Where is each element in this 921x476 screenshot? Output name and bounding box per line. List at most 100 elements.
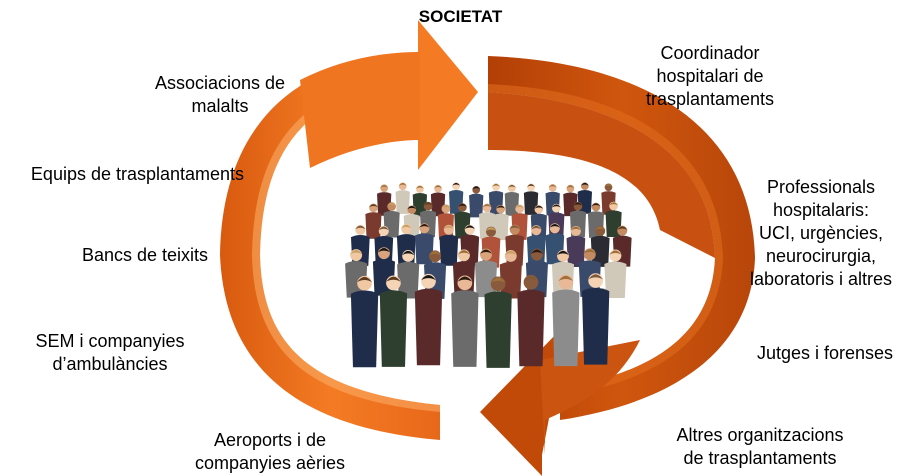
label-altres: Altres organitzacions de trasplantaments [676, 425, 844, 468]
person-hair [508, 184, 516, 188]
diagram-title: SOCIETAT [418, 7, 503, 26]
person-hair [419, 223, 430, 228]
person-hair [534, 205, 544, 209]
person-hair [429, 251, 442, 256]
person-hair [604, 183, 613, 187]
person-hair [548, 184, 557, 188]
person-hair [421, 274, 436, 281]
person-body [430, 192, 446, 217]
person-hair [566, 185, 575, 189]
group-photo-of-people [345, 182, 632, 368]
label-equips: Equips de trasplantaments [30, 164, 245, 184]
person-hair [588, 274, 603, 280]
person-hair [531, 225, 542, 230]
top-arrow-shaft [300, 52, 420, 168]
person-body [581, 287, 610, 365]
person-hair [485, 227, 497, 231]
label-associacions: Associacions de malalts [154, 73, 286, 116]
person-hair [523, 275, 539, 282]
person-body [395, 190, 410, 214]
person-hair [434, 185, 442, 189]
person-hair [398, 183, 407, 186]
person-hair [583, 249, 596, 254]
person-hair [386, 276, 401, 282]
person-hair [557, 250, 569, 256]
top-arrow-head [418, 20, 478, 170]
person-hair [609, 250, 622, 255]
person-hair [441, 205, 451, 209]
person-hair [580, 182, 589, 186]
person-body [517, 289, 545, 367]
person-hair [458, 250, 470, 255]
person-hair [402, 250, 415, 256]
person-hair [357, 276, 372, 283]
person-body [604, 261, 627, 299]
person-body [492, 213, 509, 241]
person-hair [504, 250, 517, 256]
person-hair [515, 205, 524, 209]
person-body [377, 192, 392, 216]
person-body [451, 290, 479, 367]
person-body [414, 288, 443, 366]
person-body [474, 260, 498, 298]
person-body [412, 192, 428, 217]
person-body [403, 214, 420, 241]
person-body [484, 291, 512, 368]
person-hair [378, 226, 389, 231]
person-hair [369, 204, 378, 208]
person-hair [464, 225, 475, 229]
person-hair [458, 203, 467, 207]
label-professionals: Professionals hospitalaris: UCI, urgènci… [749, 177, 893, 289]
label-aeroports: Aeroports i de companyies aèries [194, 430, 346, 473]
person-hair [492, 183, 500, 187]
person-hair [490, 277, 506, 283]
person-hair [355, 225, 366, 230]
person-hair [457, 276, 473, 282]
bottom-arrow-shaft [540, 340, 640, 455]
person-body [439, 234, 459, 266]
person-body [350, 290, 379, 368]
person-hair [407, 205, 417, 210]
person-hair [573, 202, 583, 206]
person-hair [509, 225, 520, 229]
person-hair [401, 224, 412, 229]
label-coordinador: Coordinador hospitalari de trasplantamen… [645, 43, 775, 109]
person-body [577, 190, 592, 214]
person-hair [609, 202, 618, 206]
person-hair [472, 186, 481, 190]
person-body [566, 236, 586, 268]
person-hair [452, 182, 460, 186]
person-hair [558, 275, 574, 282]
label-sem: SEM i companyies d’ambulàncies [35, 331, 185, 374]
person-hair [617, 226, 628, 230]
person-hair [549, 223, 560, 228]
person-body [552, 289, 580, 367]
person-hair [591, 203, 601, 207]
person-hair [416, 185, 424, 189]
person-hair [423, 202, 433, 206]
person-body [469, 193, 484, 218]
person-body [563, 192, 578, 217]
person-hair [378, 248, 390, 253]
right-arc-fill [488, 92, 715, 258]
person-hair [530, 249, 543, 254]
label-jutges: Jutges i forenses [756, 343, 894, 363]
person-hair [380, 184, 389, 188]
person-body [379, 290, 408, 367]
label-bancs: Bancs de teixits [81, 245, 209, 265]
person-hair [595, 226, 606, 231]
person-hair [482, 204, 492, 208]
person-hair [570, 226, 581, 231]
person-body [414, 233, 434, 265]
person-hair [552, 204, 561, 208]
person-body [590, 235, 610, 267]
person-hair [443, 225, 454, 230]
person-hair [387, 202, 396, 206]
left-arc-arrow [220, 52, 440, 440]
person-hair [480, 249, 492, 254]
person-hair [350, 250, 363, 255]
person-hair [496, 205, 505, 209]
person-hair [527, 184, 535, 187]
right-arc-arrow [488, 56, 755, 420]
